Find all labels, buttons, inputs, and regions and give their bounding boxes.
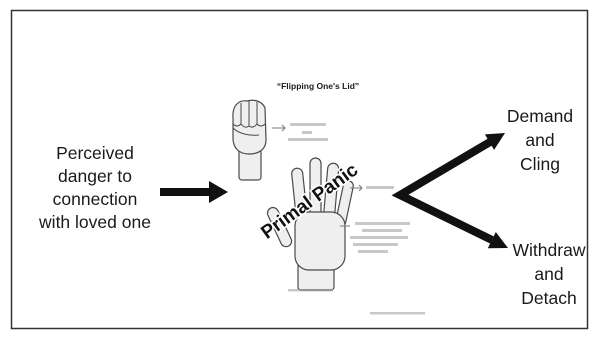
illegible-caption bbox=[288, 289, 333, 292]
illegible-annotation bbox=[290, 123, 326, 126]
outcome-withdraw-line-1: Withdraw bbox=[513, 240, 586, 260]
cause-line-1: Perceived bbox=[56, 143, 134, 163]
cause-line-3: connection bbox=[53, 189, 138, 209]
illegible-annotation bbox=[353, 243, 398, 246]
illegible-annotation bbox=[288, 138, 328, 141]
outcome-demand-line-3: Cling bbox=[520, 154, 560, 174]
outcome-demand-line-2: and bbox=[525, 130, 554, 150]
outcome-withdraw-line-3: Detach bbox=[521, 288, 576, 308]
illegible-annotation bbox=[358, 250, 388, 253]
illegible-annotation bbox=[362, 229, 402, 232]
cause-line-4: with loved one bbox=[38, 212, 151, 232]
illegible-annotation bbox=[355, 222, 410, 225]
cause-line-2: danger to bbox=[58, 166, 132, 186]
outcome-demand-line-1: Demand bbox=[507, 106, 573, 126]
palm bbox=[295, 212, 345, 270]
outcome-withdraw-line-2: and bbox=[534, 264, 563, 284]
hands-title: “Flipping One's Lid” bbox=[277, 81, 359, 91]
illegible-annotation bbox=[350, 236, 408, 239]
illegible-annotation bbox=[302, 131, 312, 134]
illegible-annotation bbox=[366, 186, 394, 189]
illegible-caption bbox=[370, 312, 425, 315]
